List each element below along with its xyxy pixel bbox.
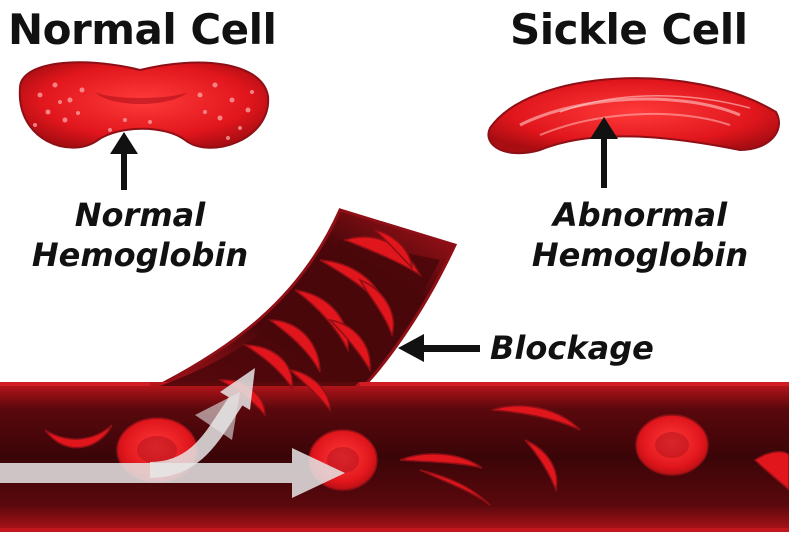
- arrow-left-icon: [398, 334, 480, 362]
- flow-arrow-icon: [195, 392, 240, 440]
- label-abnormal-hemoglobin: Abnormal Hemoglobin: [520, 195, 760, 275]
- label-normal-hemoglobin: Normal Hemoglobin: [20, 195, 260, 275]
- normal-cell: [18, 61, 270, 149]
- title-normal-cell: Normal Cell: [8, 5, 277, 54]
- title-sickle-cell: Sickle Cell: [510, 5, 748, 54]
- sickle-cell: [487, 77, 780, 155]
- sickle-clump: [217, 229, 422, 418]
- label-normal-line2: Hemoglobin: [31, 236, 249, 274]
- arrow-up-icon: [110, 132, 138, 190]
- label-blockage: Blockage: [490, 329, 654, 367]
- sickle-cell-small: [44, 405, 789, 506]
- round-cell: [635, 414, 709, 476]
- arrow-up-icon: [590, 117, 618, 188]
- label-abnormal-line2: Hemoglobin: [531, 236, 749, 274]
- label-normal-line1: Normal: [74, 196, 206, 234]
- flow-arrow-icon: [0, 448, 345, 498]
- label-abnormal-line1: Abnormal: [552, 196, 728, 234]
